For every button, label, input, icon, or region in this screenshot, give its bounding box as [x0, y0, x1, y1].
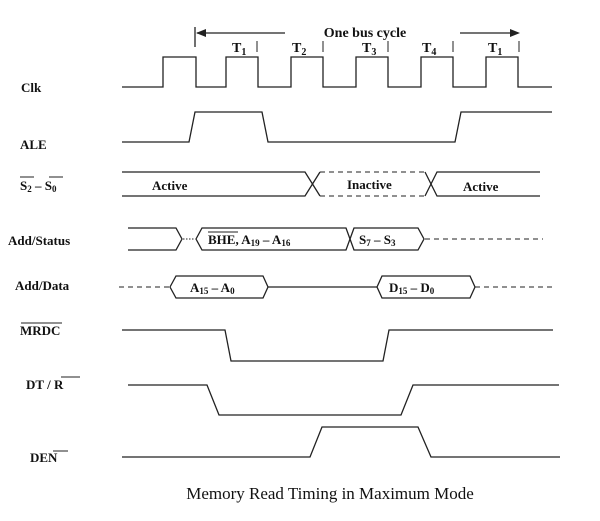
- bus-cycle-annotation: One bus cycle: [194, 26, 520, 47]
- signal-label-add-status: Add/Status: [8, 233, 70, 248]
- diagram-caption: Memory Read Timing in Maximum Mode: [186, 484, 474, 503]
- signal-label-add-data: Add/Data: [15, 278, 70, 293]
- waveform-dt-r: [128, 384, 559, 416]
- status-active-segment: [122, 171, 321, 197]
- svg-text:DEN: DEN: [30, 450, 58, 465]
- waveform-clk: [122, 56, 552, 88]
- signal-label-mrdc: MRDC: [20, 322, 62, 338]
- svg-text:DT / R: DT / R: [26, 377, 64, 392]
- bus-label-bhe: BHE, A19 – A16: [208, 232, 291, 248]
- t-state-label: T1: [232, 41, 246, 58]
- svg-text:MRDC: MRDC: [20, 323, 60, 338]
- waveform-ale: [122, 111, 552, 143]
- waveform-add-status: BHE, A19 – A16 S7 – S3: [128, 227, 543, 251]
- status-inactive-label: Inactive: [347, 177, 392, 192]
- arrowhead-right-icon: [510, 29, 520, 37]
- waveform-add-data: A15 – A0 D15 – D0: [119, 275, 553, 299]
- status-active-label: Active: [463, 179, 499, 194]
- waveform-status-bus: Active Inactive Active: [122, 171, 540, 197]
- waveform-mrdc: [122, 329, 553, 362]
- signal-label-status: S2 – S0: [20, 176, 63, 194]
- bus-cycle-label: One bus cycle: [324, 26, 406, 41]
- t-states: T1 T2 T3 T4 T1: [232, 41, 520, 58]
- signal-label-den: DEN: [30, 450, 68, 465]
- t-state-label: T4: [422, 41, 436, 58]
- t-state-label: T3: [362, 41, 376, 58]
- t-state-label: T1: [488, 41, 502, 58]
- status-active-label: Active: [152, 178, 188, 193]
- bus-label-d15-d0: D15 – D0: [389, 280, 435, 296]
- signal-label-clk: Clk: [21, 80, 42, 95]
- signal-label-dt-r: DT / R: [26, 376, 80, 392]
- status-active-segment: [424, 171, 540, 197]
- t-state-label: T2: [292, 41, 306, 58]
- signal-label-ale: ALE: [20, 137, 47, 152]
- arrowhead-left-icon: [196, 29, 206, 37]
- svg-text:S2 – S0: S2 – S0: [20, 178, 57, 194]
- bus-label-s7-s3: S7 – S3: [359, 232, 396, 248]
- bus-segment-s7-s3: [349, 227, 425, 251]
- bus-label-a15-a0: A15 – A0: [190, 280, 235, 296]
- waveform-den: [122, 426, 560, 458]
